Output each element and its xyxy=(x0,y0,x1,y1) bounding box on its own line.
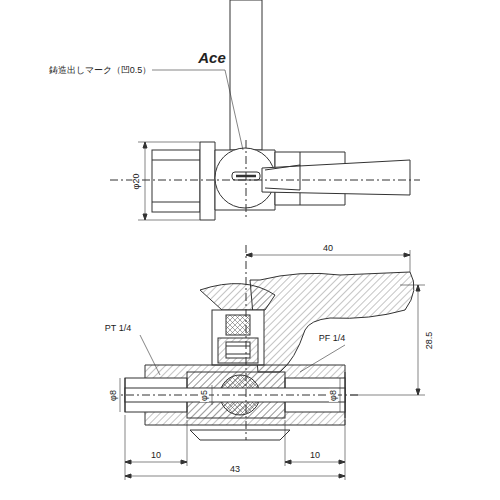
dimension: φ20 xyxy=(132,172,141,190)
dimension: 28.5 xyxy=(426,330,435,350)
thread-spec: PF 1/4 xyxy=(318,334,347,343)
note-text: 鋳造出しマーク（凹0.5） xyxy=(48,66,153,75)
dimension: 43 xyxy=(229,465,241,474)
dimension: φ8 xyxy=(329,389,338,402)
dimension: φ5 xyxy=(200,389,209,402)
thread-spec: PT 1/4 xyxy=(104,324,132,333)
dimension: 10 xyxy=(150,451,162,460)
dimension: 10 xyxy=(309,451,321,460)
brand-logo: Ace xyxy=(197,50,227,65)
dimension: 40 xyxy=(322,244,334,253)
dimension: φ8 xyxy=(109,389,118,402)
